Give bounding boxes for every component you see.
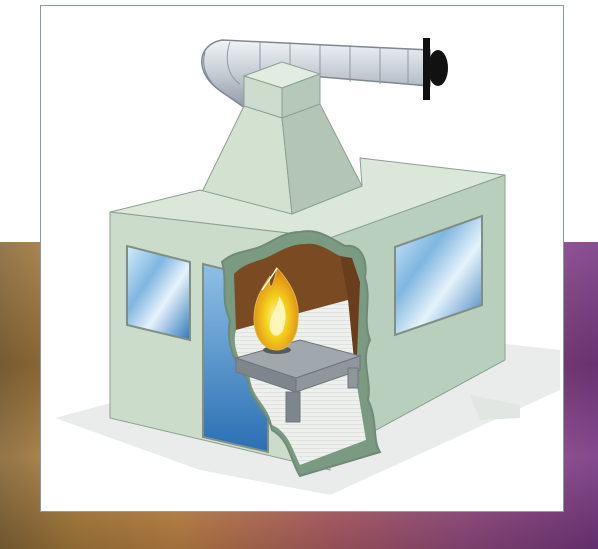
exhaust-duct (202, 38, 448, 110)
front-window (127, 246, 190, 340)
duct-opening (428, 50, 448, 86)
damper (423, 38, 430, 100)
